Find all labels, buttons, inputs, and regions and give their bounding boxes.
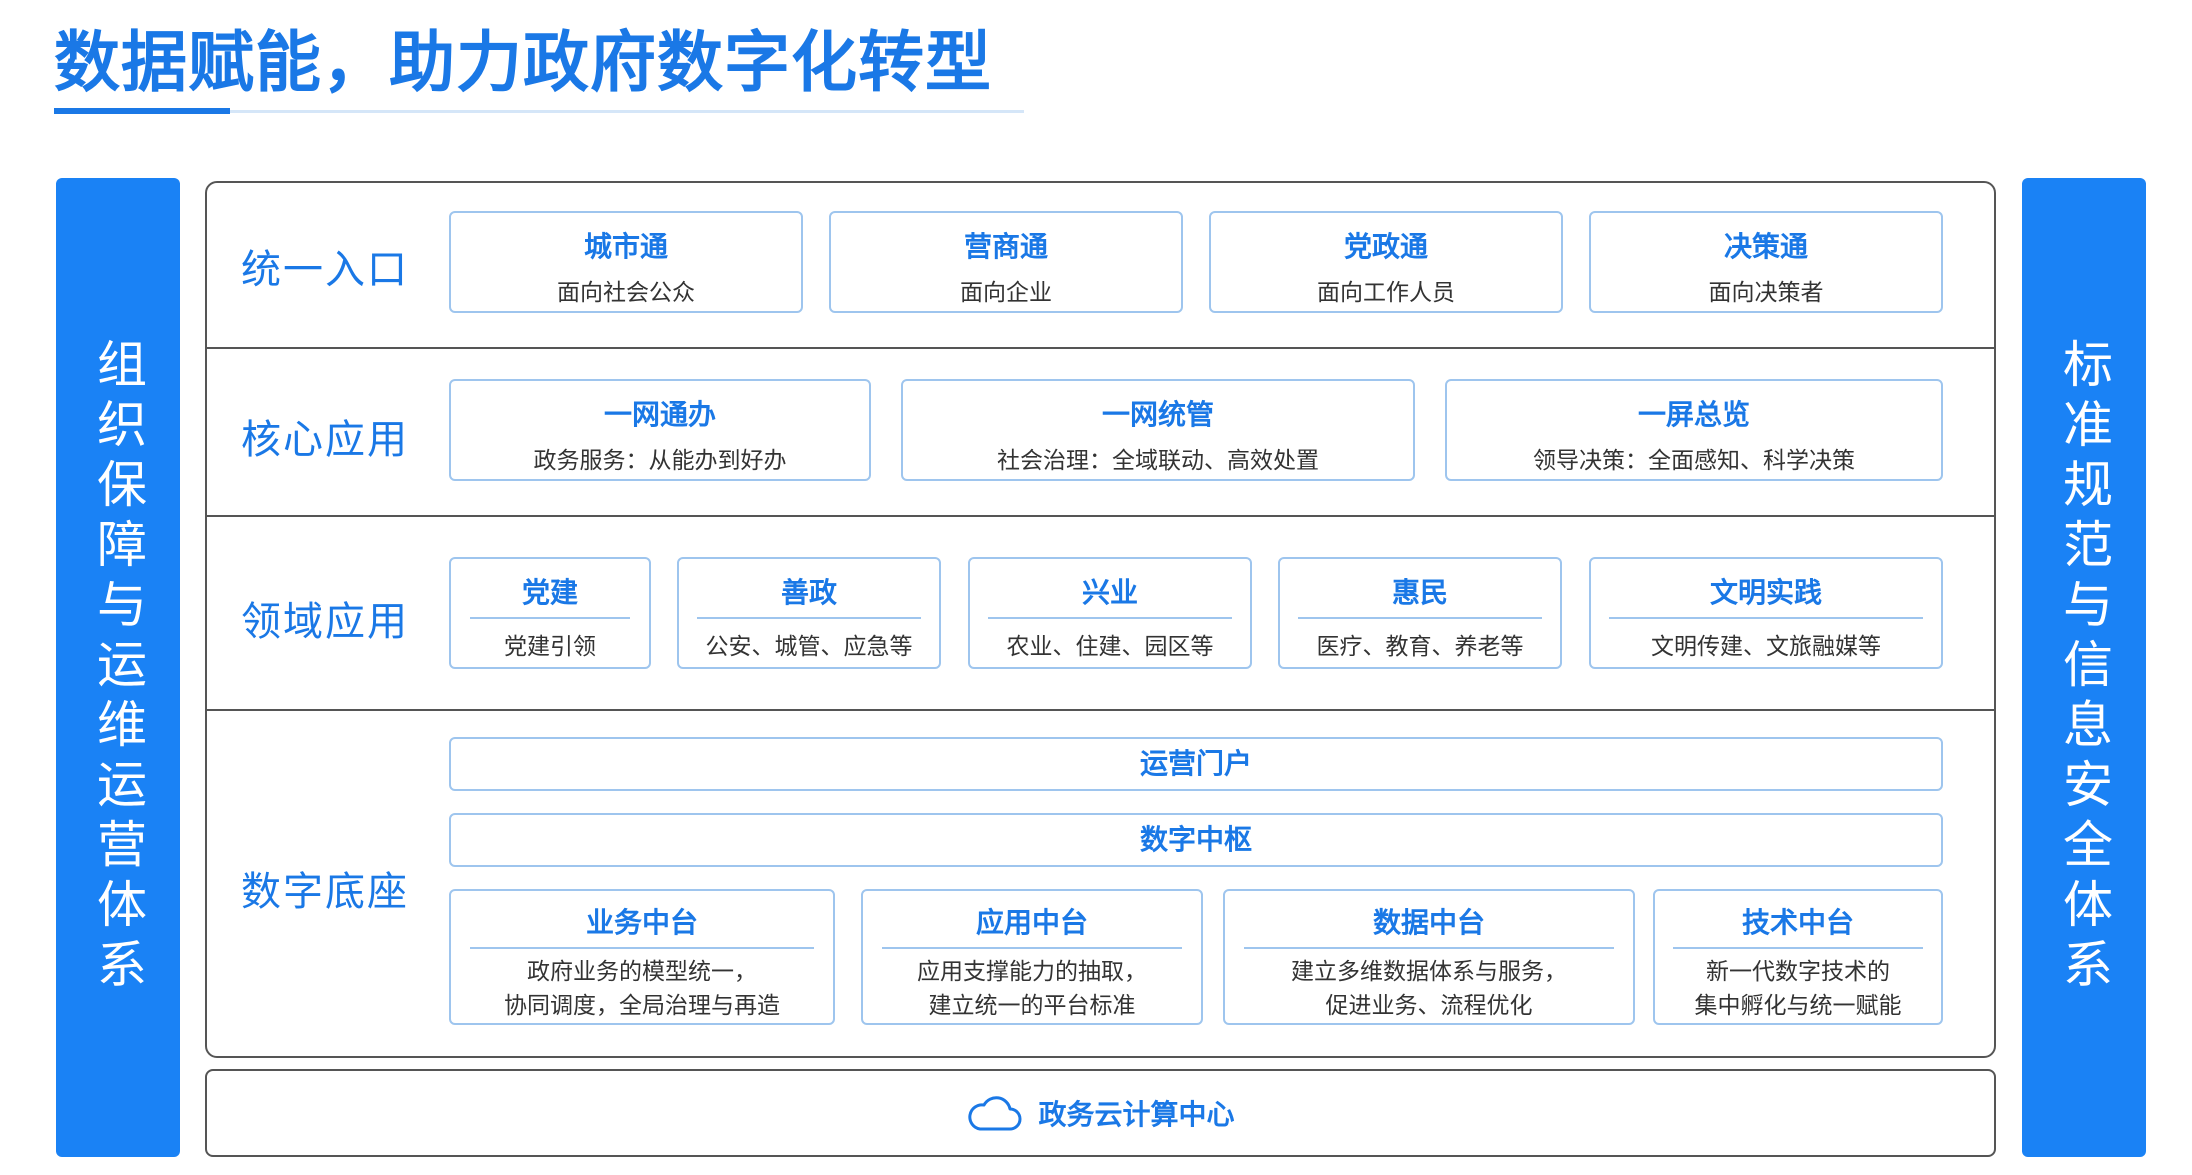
box-title: 数据中台 xyxy=(1372,906,1485,939)
box-desc-line2: 集中孵化与统一赋能 xyxy=(1694,993,1902,1019)
base-box-business-platform: 业务中台 政府业务的模型统一， 协同调度，全局治理与再造 xyxy=(449,889,835,1025)
row-label-core-apps: 核心应用 xyxy=(241,417,409,463)
box-title: 应用中台 xyxy=(975,906,1088,939)
digital-hub-bar: 数字中枢 xyxy=(449,813,1943,867)
box-desc-line1: 新一代数字技术的 xyxy=(1706,959,1890,985)
box-subtitle: 党建引领 xyxy=(504,634,596,660)
cloud-icon xyxy=(968,1096,1022,1131)
box-desc-line2: 建立统一的平台标准 xyxy=(928,993,1136,1019)
box-divider xyxy=(988,617,1232,619)
core-box-dashboard: 一屏总览 领导决策：全面感知、科学决策 xyxy=(1445,379,1943,481)
box-divider xyxy=(470,947,814,949)
row-label-domain-apps: 领域应用 xyxy=(241,599,409,645)
box-subtitle: 医疗、教育、养老等 xyxy=(1316,634,1524,660)
box-subtitle: 文明传建、文旅融媒等 xyxy=(1651,634,1881,660)
base-box-tech-platform: 技术中台 新一代数字技术的 集中孵化与统一赋能 xyxy=(1653,889,1943,1025)
left-side-label: 组织保障与运维运营体系 xyxy=(89,338,147,998)
domain-box-civilization: 文明实践 文明传建、文旅融媒等 xyxy=(1589,557,1943,669)
box-desc-line1: 建立多维数据体系与服务， xyxy=(1291,959,1567,985)
domain-box-governance: 善政 公安、城管、应急等 xyxy=(677,557,941,669)
box-title: 文明实践 xyxy=(1709,576,1822,609)
domain-box-livelihood: 惠民 医疗、教育、养老等 xyxy=(1278,557,1562,669)
box-title: 兴业 xyxy=(1081,576,1138,609)
box-subtitle: 社会治理：全域联动、高效处置 xyxy=(997,448,1319,474)
row-label-digital-base: 数字底座 xyxy=(241,869,409,915)
ops-portal-label: 运营门户 xyxy=(1139,747,1252,780)
gov-cloud-label: 政务云计算中心 xyxy=(1038,1098,1235,1131)
box-title: 党建 xyxy=(521,576,578,609)
box-subtitle: 面向企业 xyxy=(960,280,1052,306)
box-title: 一网通办 xyxy=(603,398,716,431)
box-divider xyxy=(1298,617,1542,619)
row-domain-apps: 领域应用 党建 党建引领 善政 公安、城管、应急等 兴业 农业、住建、园区等 惠… xyxy=(207,517,1994,711)
base-box-app-platform: 应用中台 应用支撑能力的抽取， 建立统一的平台标准 xyxy=(861,889,1203,1025)
box-title: 城市通 xyxy=(583,230,668,263)
box-desc-line2: 促进业务、流程优化 xyxy=(1325,993,1533,1019)
box-desc-line1: 应用支撑能力的抽取， xyxy=(917,959,1147,985)
entry-box-city: 城市通 面向社会公众 xyxy=(449,211,803,313)
box-title: 党政通 xyxy=(1343,230,1428,263)
core-box-service: 一网通办 政务服务：从能办到好办 xyxy=(449,379,871,481)
box-divider xyxy=(1673,947,1923,949)
row-label-unified-entry: 统一入口 xyxy=(241,247,409,293)
entry-box-business: 营商通 面向企业 xyxy=(829,211,1183,313)
box-title: 决策通 xyxy=(1723,230,1808,263)
left-side-bar: 组织保障与运维运营体系 xyxy=(56,178,180,1157)
right-side-bar: 标准规范与信息安全体系 xyxy=(2022,178,2146,1157)
box-desc-line2: 协同调度，全局治理与再造 xyxy=(504,993,780,1019)
box-title: 一网统管 xyxy=(1101,398,1214,431)
box-subtitle: 面向工作人员 xyxy=(1317,280,1455,306)
box-divider xyxy=(470,617,630,619)
right-side-label: 标准规范与信息安全体系 xyxy=(2055,338,2113,998)
domain-box-industry: 兴业 农业、住建、园区等 xyxy=(968,557,1252,669)
box-title: 一屏总览 xyxy=(1637,398,1750,431)
title-underline-accent xyxy=(54,108,230,114)
domain-box-party: 党建 党建引领 xyxy=(449,557,651,669)
box-title: 营商通 xyxy=(963,230,1048,263)
box-desc-line1: 政府业务的模型统一， xyxy=(527,959,757,985)
title-underline xyxy=(54,110,1024,113)
digital-hub-label: 数字中枢 xyxy=(1139,823,1252,856)
box-subtitle: 面向社会公众 xyxy=(557,280,695,306)
page-title: 数据赋能，助力政府数字化转型 xyxy=(54,24,992,101)
box-divider xyxy=(697,617,921,619)
row-core-apps: 核心应用 一网通办 政务服务：从能办到好办 一网统管 社会治理：全域联动、高效处… xyxy=(207,349,1994,517)
box-title: 善政 xyxy=(780,576,837,609)
entry-box-party-gov: 党政通 面向工作人员 xyxy=(1209,211,1563,313)
box-subtitle: 领导决策：全面感知、科学决策 xyxy=(1533,448,1855,474)
box-title: 业务中台 xyxy=(585,906,698,939)
row-unified-entry: 统一入口 城市通 面向社会公众 营商通 面向企业 党政通 面向工作人员 决策通 … xyxy=(207,183,1994,349)
ops-portal-bar: 运营门户 xyxy=(449,737,1943,791)
box-subtitle: 公安、城管、应急等 xyxy=(705,634,913,660)
box-divider xyxy=(1609,617,1923,619)
core-box-governance: 一网统管 社会治理：全域联动、高效处置 xyxy=(901,379,1415,481)
box-title: 惠民 xyxy=(1391,576,1448,609)
gov-cloud-bar: 政务云计算中心 xyxy=(205,1069,1996,1157)
box-title: 技术中台 xyxy=(1741,906,1854,939)
base-box-data-platform: 数据中台 建立多维数据体系与服务， 促进业务、流程优化 xyxy=(1223,889,1635,1025)
row-digital-base: 数字底座 运营门户 数字中枢 业务中台 政府业务的模型统一， 协同调度，全局治理… xyxy=(207,711,1994,1056)
architecture-frame: 统一入口 城市通 面向社会公众 营商通 面向企业 党政通 面向工作人员 决策通 … xyxy=(205,181,1996,1058)
entry-box-decision: 决策通 面向决策者 xyxy=(1589,211,1943,313)
box-divider xyxy=(882,947,1182,949)
box-subtitle: 农业、住建、园区等 xyxy=(1006,634,1214,660)
box-divider xyxy=(1244,947,1614,949)
box-subtitle: 面向决策者 xyxy=(1708,280,1824,306)
box-subtitle: 政务服务：从能办到好办 xyxy=(533,448,787,474)
